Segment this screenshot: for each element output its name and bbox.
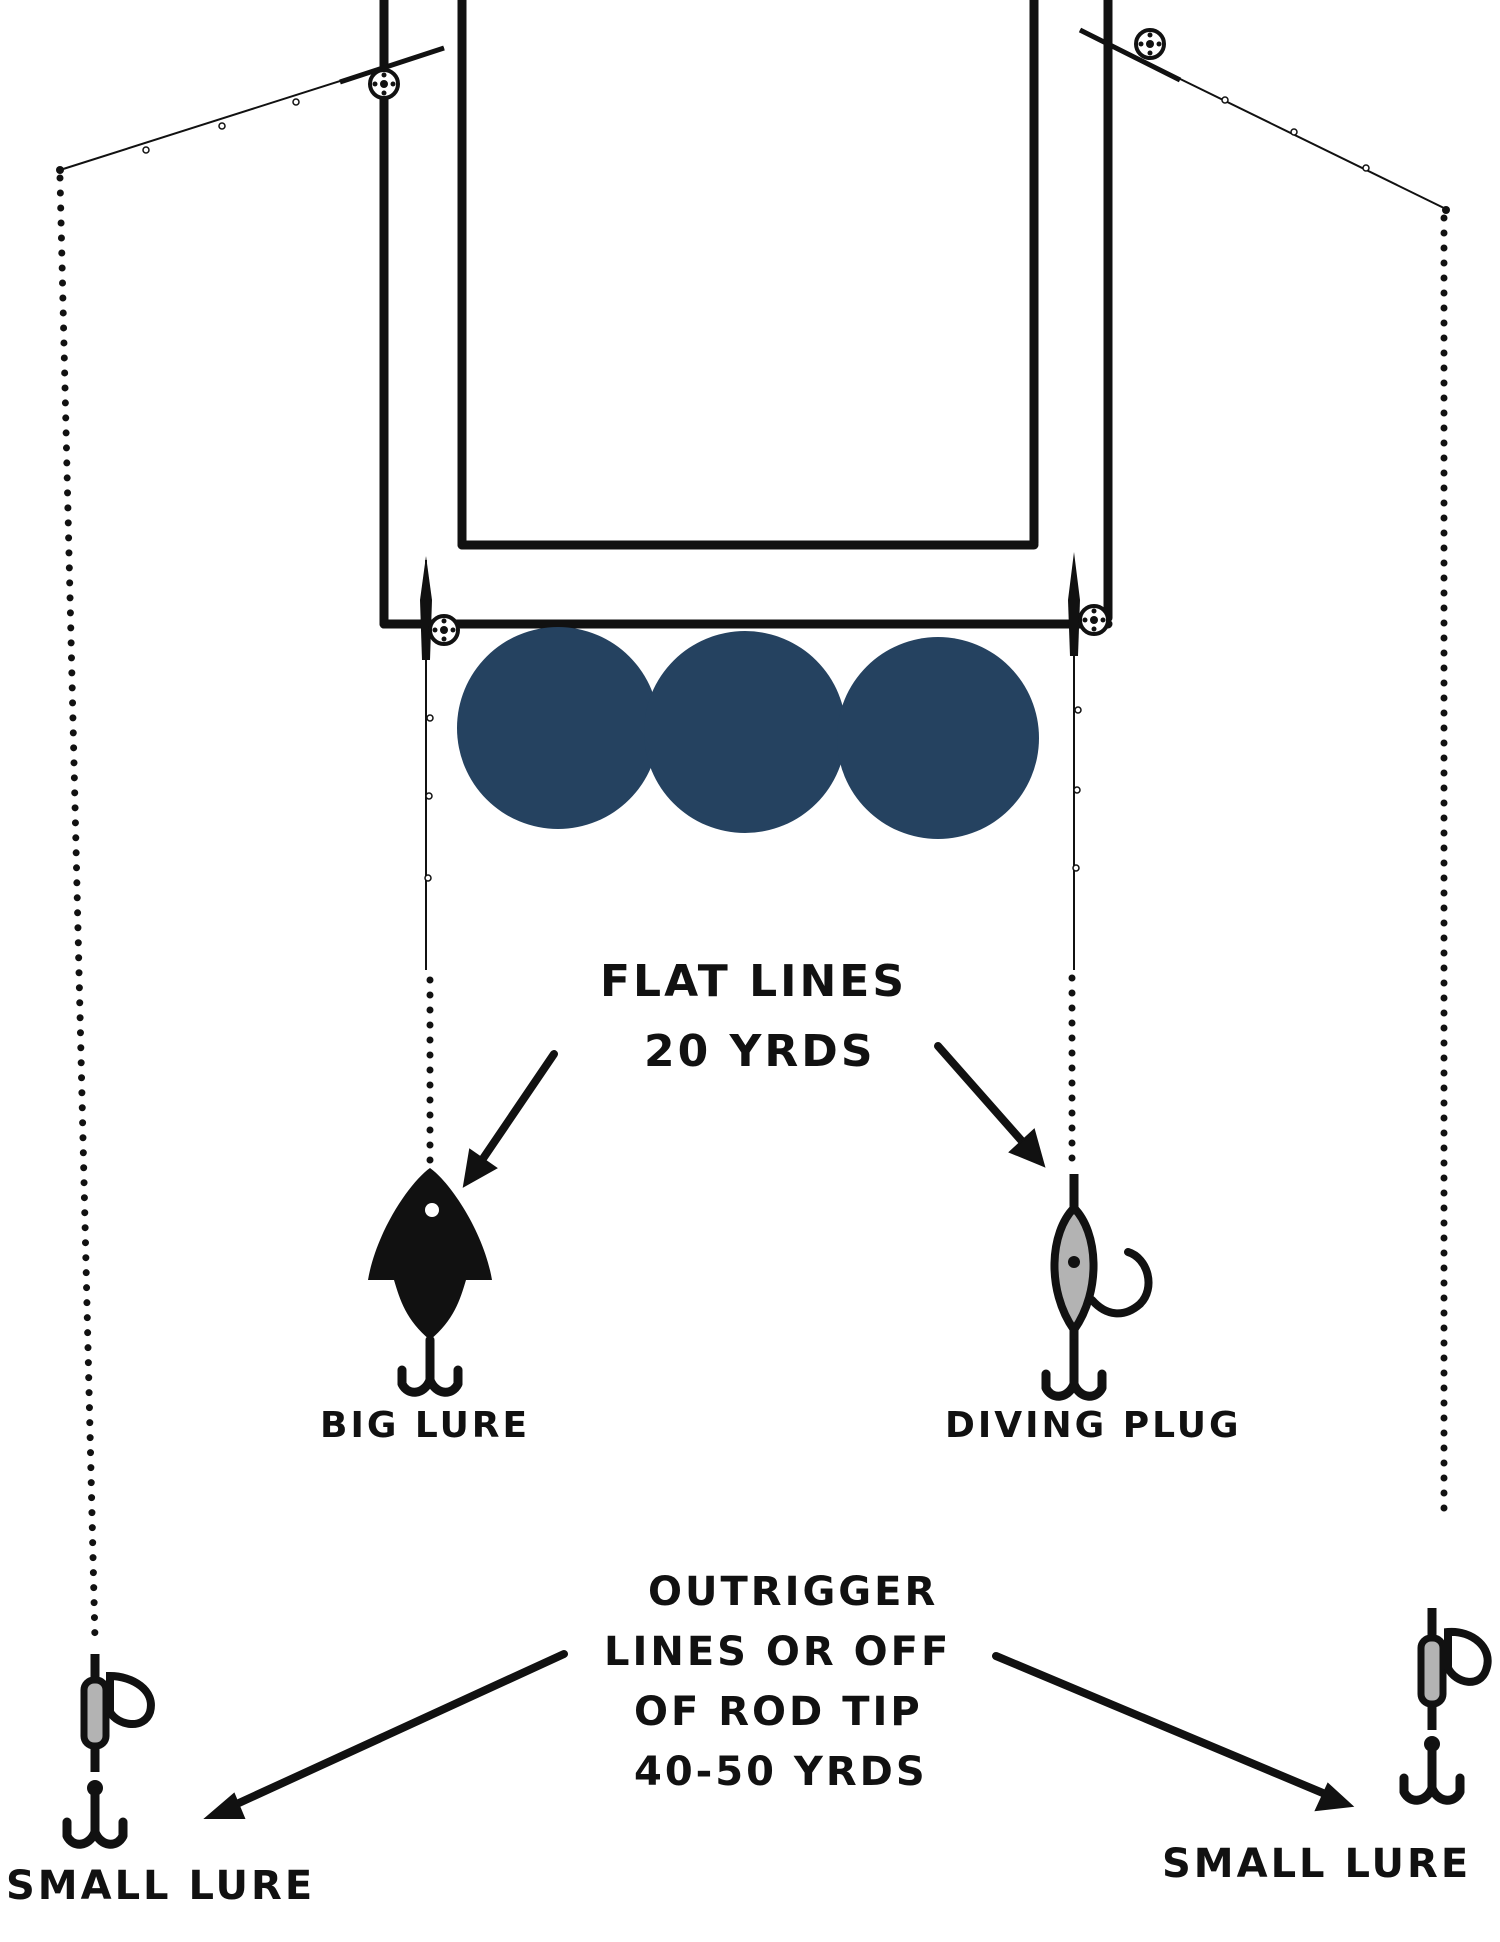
reel-icon xyxy=(428,614,460,646)
arrow-icon xyxy=(934,1042,1046,1168)
treble-hook-icon xyxy=(402,1340,458,1392)
arrow-icon xyxy=(462,1050,558,1188)
small-lure-icon xyxy=(67,1654,155,1844)
flat-lines-label: FLAT LINES xyxy=(600,956,908,1007)
reel-icon xyxy=(1134,28,1166,60)
outrigger-label-line4: 40-50 YRDS xyxy=(634,1749,928,1795)
outrigger-rod-left xyxy=(56,45,445,174)
diving-plug-label: DIVING PLUG xyxy=(945,1405,1242,1446)
outboard-motors xyxy=(457,627,1039,839)
small-lure-right-label: SMALL LURE xyxy=(1162,1841,1472,1887)
outrigger-rod-right xyxy=(1078,27,1450,214)
flat-rod-right xyxy=(1068,552,1110,970)
small-lure-icon xyxy=(1404,1608,1492,1800)
dotted-lines xyxy=(56,174,1448,1644)
small-lure-left-label: SMALL LURE xyxy=(6,1863,316,1909)
outrigger-label-line2: LINES OR OFF xyxy=(604,1629,952,1675)
outrigger-label-line1: OUTRIGGER xyxy=(648,1569,939,1615)
fish-lure-icon xyxy=(368,1168,492,1392)
reel-icon xyxy=(368,68,400,100)
reel-icon xyxy=(1078,604,1110,636)
outrigger-label-line3: OF ROD TIP xyxy=(634,1689,923,1735)
flat-rod-left xyxy=(420,556,460,970)
treble-hook-icon xyxy=(1404,1748,1460,1800)
diving-plug-icon xyxy=(1046,1174,1153,1396)
arrows xyxy=(203,1042,1355,1819)
big-lure-label: BIG LURE xyxy=(320,1405,531,1446)
boat-outline xyxy=(379,0,1113,629)
treble-hook-icon xyxy=(1046,1344,1102,1396)
treble-hook-icon xyxy=(67,1792,123,1844)
flat-lines-distance-label: 20 YRDS xyxy=(644,1026,876,1077)
arrow-icon xyxy=(992,1652,1355,1812)
arrow-icon xyxy=(203,1650,568,1819)
